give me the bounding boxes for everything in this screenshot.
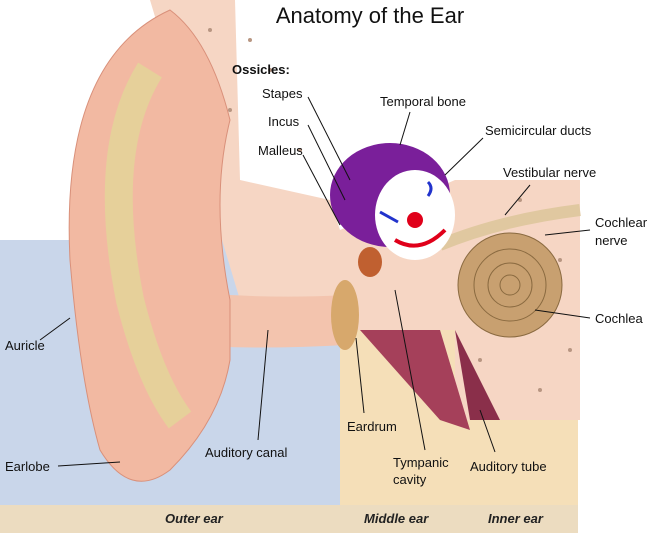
- auditory-tube-shape: [455, 330, 500, 420]
- label-cochlea: Cochlea: [595, 311, 643, 326]
- label-malleus: Malleus: [258, 143, 303, 158]
- auricle-shape: [68, 9, 231, 482]
- label-stapes: Stapes: [262, 86, 303, 101]
- label-auricle: Auricle: [5, 338, 45, 353]
- label-semicircular-ducts: Semicircular ducts: [485, 123, 592, 138]
- clown-face-overlay: [330, 143, 455, 277]
- nerve-shape: [437, 204, 581, 251]
- leader-lines: [39, 96, 591, 467]
- label-eardrum: Eardrum: [347, 419, 397, 434]
- cartilage-shape: [104, 62, 192, 429]
- diagram-title: Anatomy of the Ear: [276, 3, 464, 28]
- zone-label-inner-ear: Inner ear: [488, 511, 544, 526]
- label-cochlear-nerve-line2: nerve: [595, 233, 628, 248]
- label-auditory-canal: Auditory canal: [205, 445, 287, 460]
- label-tympanic-cavity-line1: Tympanic: [393, 455, 449, 470]
- zone-label-outer-ear: Outer ear: [165, 511, 224, 526]
- cochlea-shape: [457, 232, 563, 338]
- label-auditory-tube: Auditory tube: [470, 459, 547, 474]
- zone-label-middle-ear: Middle ear: [364, 511, 429, 526]
- eardrum-shape: [331, 280, 359, 350]
- tympanic-cavity-shape: [360, 330, 470, 430]
- label-earlobe: Earlobe: [5, 459, 50, 474]
- label-cochlear-nerve-line1: Cochlear: [595, 215, 648, 230]
- label-temporal-bone: Temporal bone: [380, 94, 466, 109]
- label-incus: Incus: [268, 114, 300, 129]
- label-ossicles: Ossicles:: [232, 62, 290, 77]
- zone-label-bar: [0, 505, 578, 533]
- label-tympanic-cavity-line2: cavity: [393, 472, 427, 487]
- bone-texture: [208, 28, 572, 392]
- label-vestibular-nerve: Vestibular nerve: [503, 165, 596, 180]
